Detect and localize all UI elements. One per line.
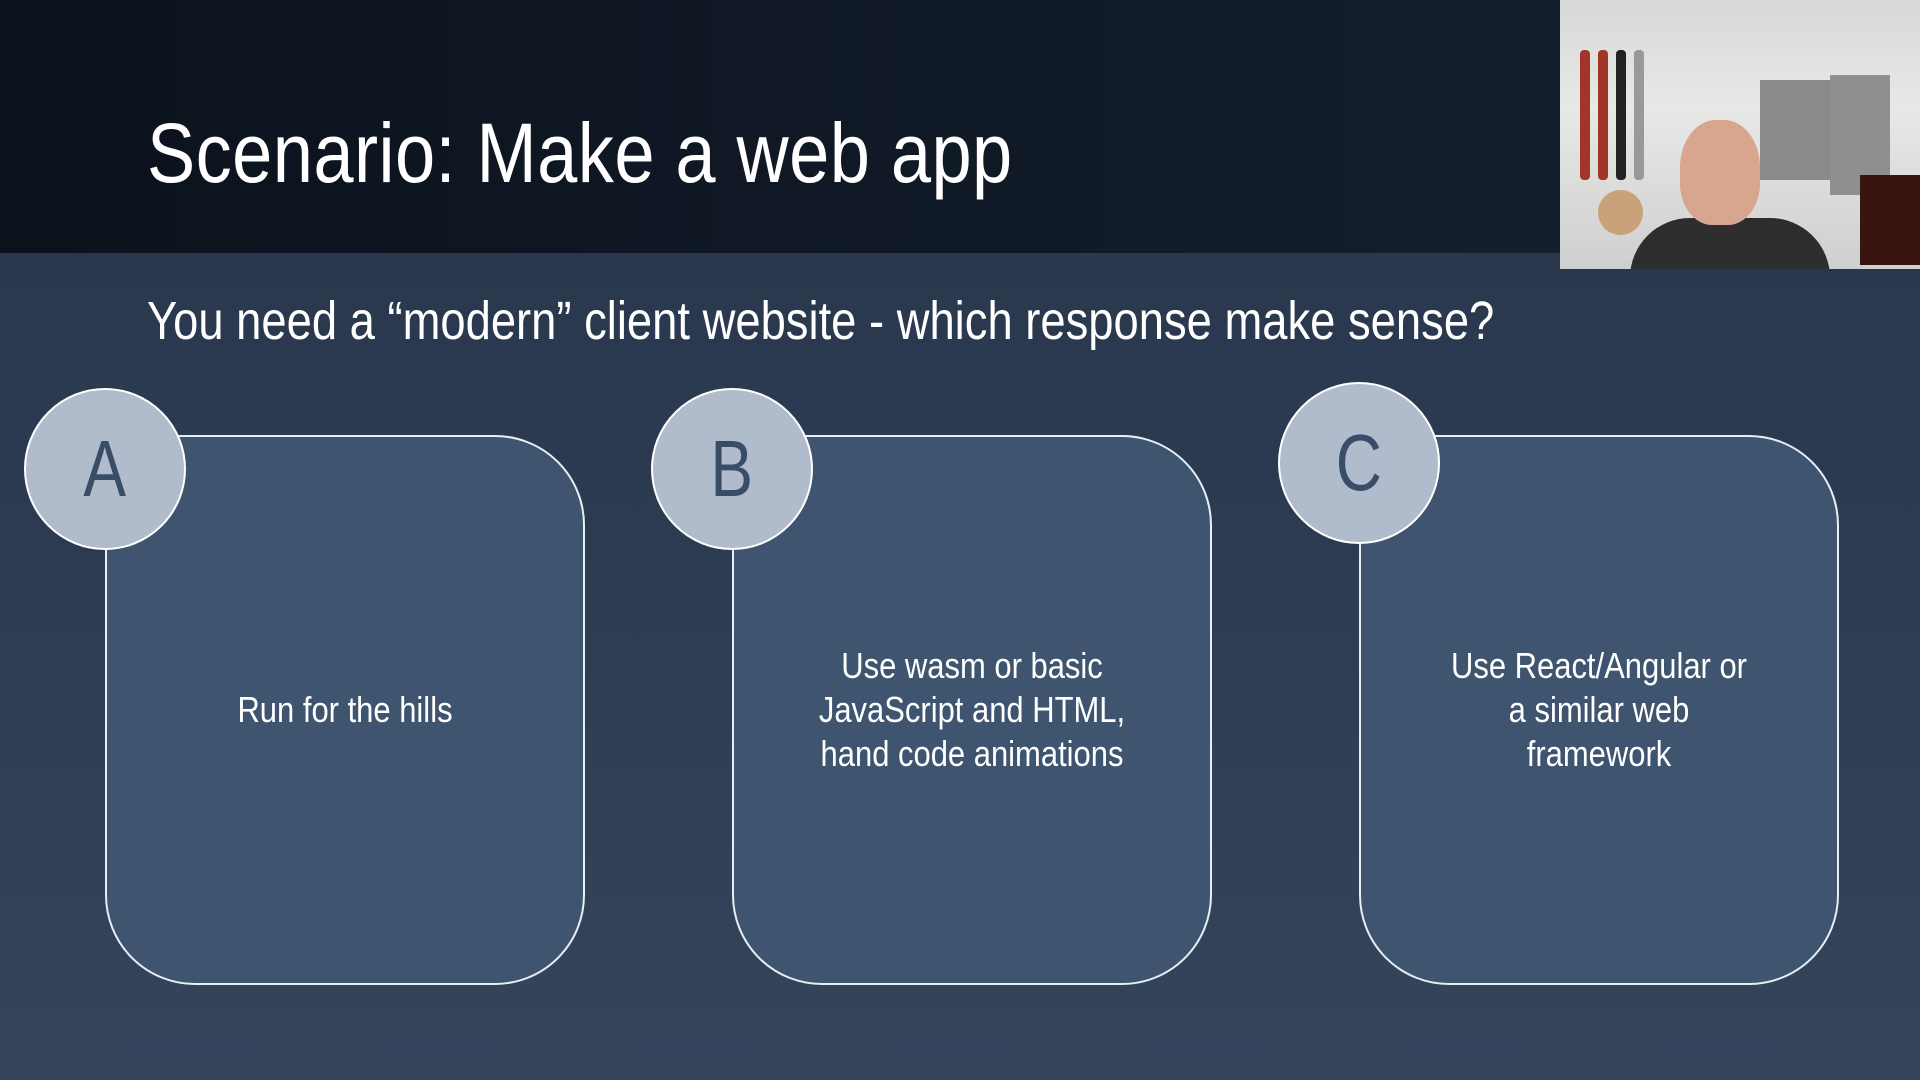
guitar [1616,50,1626,180]
guitar [1598,50,1608,180]
option-card-a[interactable]: Run for the hills [105,435,585,985]
hat [1598,190,1643,235]
option-badge-a: A [24,388,186,550]
option-card-c[interactable]: Use React/Angular or a similar web frame… [1359,435,1839,985]
guitar [1580,50,1590,180]
option-letter: C [1335,418,1383,507]
webcam-video [1560,0,1920,269]
slide-title: Scenario: Make a web app [147,106,1013,200]
option-badge-c: C [1278,382,1440,544]
option-card-b[interactable]: Use wasm or basic JavaScript and HTML, h… [732,435,1212,985]
option-letter: B [710,424,754,513]
question-text: You need a “modern” client website - whi… [147,291,1495,351]
option-text-a: Run for the hills [237,689,453,730]
guitar [1634,50,1644,180]
option-badge-b: B [651,388,813,550]
option-text-c: Use React/Angular or a similar web frame… [1450,645,1747,774]
option-text-b: Use wasm or basic JavaScript and HTML, h… [818,645,1126,774]
cabinet [1860,175,1920,265]
person-body [1630,218,1830,269]
person-head [1680,120,1760,225]
option-letter: A [83,424,127,513]
